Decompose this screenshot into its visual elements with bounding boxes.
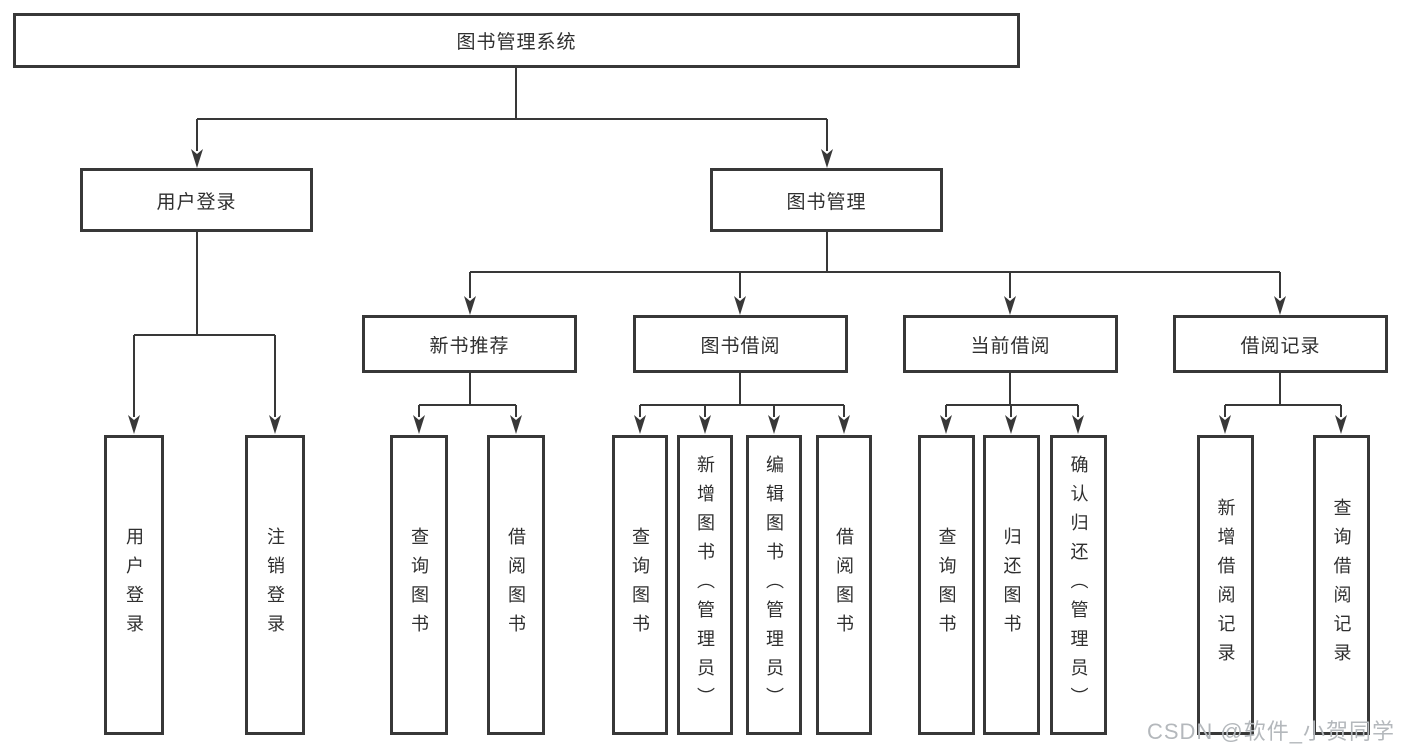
- leaf-add-book-admin-label: 新增图书（管理员）: [695, 454, 715, 716]
- leaf-user-login: 用户登录: [104, 435, 164, 735]
- node-book-management: 图书管理: [710, 168, 943, 232]
- leaf-confirm-return-admin: 确认归还（管理员）: [1050, 435, 1107, 735]
- leaf-user-login-label: 用户登录: [124, 527, 144, 643]
- node-root-label: 图书管理系统: [456, 32, 577, 53]
- leaf-query-books-recommend: 查询图书: [390, 435, 448, 735]
- node-current-borrowing-label: 当前借阅: [970, 335, 1051, 357]
- node-new-book-recommendation-label: 新书推荐: [429, 335, 510, 357]
- leaf-logout: 注销登录: [245, 435, 305, 735]
- node-user-login-label: 用户登录: [156, 191, 237, 213]
- leaf-add-book-admin: 新增图书（管理员）: [677, 435, 733, 735]
- leaf-return-books: 归还图书: [983, 435, 1040, 735]
- leaf-logout-label: 注销登录: [265, 527, 285, 643]
- leaf-query-books-current-label: 查询图书: [936, 527, 957, 643]
- node-user-login: 用户登录: [80, 168, 313, 232]
- node-book-management-label: 图书管理: [786, 191, 867, 213]
- leaf-add-borrow-record-label: 新增借阅记录: [1215, 498, 1236, 672]
- leaf-query-books-current: 查询图书: [918, 435, 975, 735]
- leaf-return-books-label: 归还图书: [1001, 527, 1022, 643]
- node-borrowing-records-label: 借阅记录: [1240, 335, 1321, 357]
- leaf-edit-book-admin-label: 编辑图书（管理员）: [764, 454, 784, 716]
- watermark: CSDN @软件_小贺同学: [1146, 719, 1395, 744]
- leaf-edit-book-admin: 编辑图书（管理员）: [746, 435, 802, 735]
- leaf-borrow-books: 借阅图书: [816, 435, 872, 735]
- node-book-borrowing: 图书借阅: [633, 315, 848, 373]
- node-borrowing-records: 借阅记录: [1173, 315, 1388, 373]
- leaf-query-borrow-record: 查询借阅记录: [1313, 435, 1370, 735]
- leaf-borrow-books-recommend: 借阅图书: [487, 435, 545, 735]
- node-current-borrowing: 当前借阅: [903, 315, 1118, 373]
- leaf-borrow-books-recommend-label: 借阅图书: [506, 527, 526, 643]
- leaf-confirm-return-admin-label: 确认归还（管理员）: [1068, 454, 1089, 716]
- leaf-query-borrow-record-label: 查询借阅记录: [1331, 498, 1352, 672]
- leaf-query-books-borrow-label: 查询图书: [630, 527, 650, 643]
- node-new-book-recommendation: 新书推荐: [362, 315, 577, 373]
- leaf-add-borrow-record: 新增借阅记录: [1197, 435, 1254, 735]
- node-root: 图书管理系统: [13, 13, 1020, 68]
- leaf-query-books-recommend-label: 查询图书: [409, 527, 429, 643]
- node-book-borrowing-label: 图书借阅: [700, 335, 781, 357]
- leaf-borrow-books-label: 借阅图书: [834, 527, 854, 643]
- leaf-query-books-borrow: 查询图书: [612, 435, 668, 735]
